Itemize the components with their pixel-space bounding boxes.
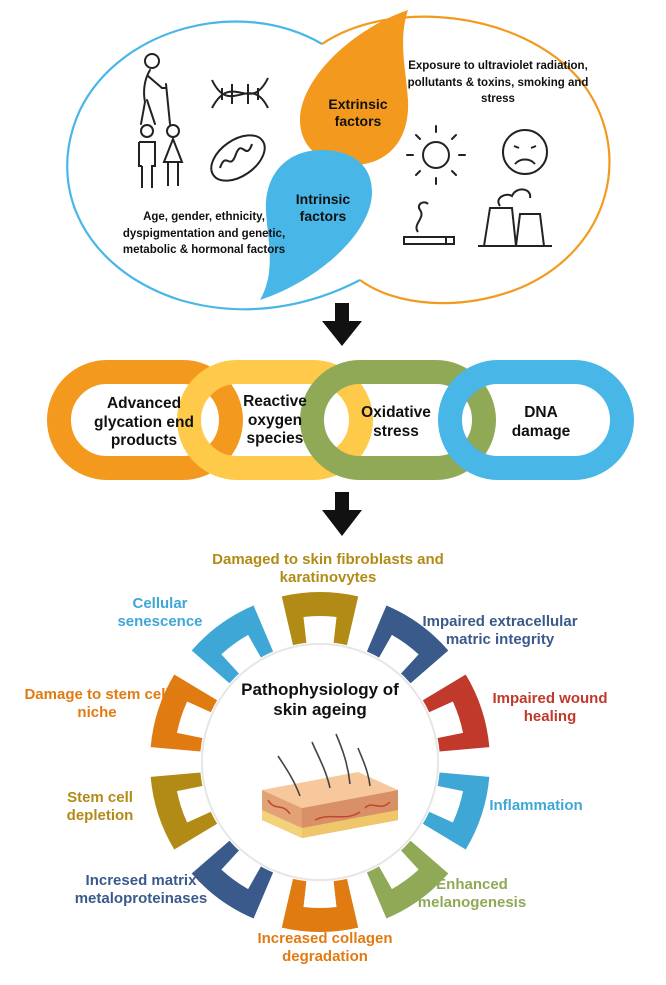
skin-cross-section-icon bbox=[262, 733, 398, 838]
chain-of-mechanisms bbox=[47, 360, 634, 480]
ring-label-stem-cell-depletion: Stem cell depletion bbox=[66, 789, 134, 824]
ring-label-ecm-integrity: Impaired extracellular matric integrity bbox=[422, 613, 578, 648]
ring-segment-notch-8 bbox=[176, 785, 212, 823]
ring-segment-notch-9 bbox=[176, 701, 212, 739]
center-title: Pathophysiology of skin ageing bbox=[241, 680, 399, 720]
ring-segment-notch-1 bbox=[303, 616, 337, 644]
extrinsic-title: Extrinsic factors bbox=[328, 96, 388, 129]
chain-link-1 bbox=[47, 360, 243, 480]
chain-label-oxidative-stress: Oxidative stress bbox=[361, 404, 431, 440]
arrow-1 bbox=[322, 303, 362, 346]
intrinsic-title: Intrinsic factors bbox=[295, 191, 351, 224]
extrinsic-description: Exposure to ultraviolet radiation, pollu… bbox=[407, 60, 589, 106]
factors-panel bbox=[66, 10, 611, 311]
elderly-person-icon bbox=[140, 53, 171, 125]
ring-segment-notch-3 bbox=[428, 701, 464, 739]
ring-segment-notch-4 bbox=[428, 785, 464, 823]
ring-label-collagen: Increased collagen degradation bbox=[257, 930, 393, 965]
couple-icon bbox=[138, 124, 184, 188]
ring-segment-notch-2 bbox=[378, 634, 419, 675]
chain-label-ros: Reactive oxygen species bbox=[243, 393, 307, 448]
ring-label-mmp: Incresed matrix metaloproteinases bbox=[74, 872, 208, 907]
cigarette-icon bbox=[403, 201, 455, 245]
ring-segment-7 bbox=[191, 840, 274, 919]
intrinsic-drop bbox=[260, 150, 372, 300]
intrinsic-description: Age, gender, ethnicity, dyspigmentation … bbox=[122, 211, 286, 257]
extrinsic-outline bbox=[321, 15, 611, 305]
ring-label-senescence: Cellular senescence bbox=[117, 595, 203, 630]
chain-label-age: Advanced glycation end products bbox=[94, 395, 194, 450]
ring-segment-notch-6 bbox=[303, 880, 337, 908]
ring-segment-notch-5 bbox=[378, 849, 419, 890]
dna-icon bbox=[211, 77, 269, 109]
chain-link-3 bbox=[300, 360, 496, 480]
sun-icon bbox=[406, 125, 466, 185]
chain-label-dna-damage: DNA damage bbox=[511, 404, 571, 440]
pathophysiology-ring bbox=[150, 592, 490, 932]
ring-segment-notch-7 bbox=[221, 849, 262, 890]
chain-link-2 bbox=[177, 360, 373, 480]
chain-link-4 bbox=[438, 360, 634, 480]
intrinsic-outline bbox=[66, 20, 361, 311]
ring-segment-5 bbox=[366, 840, 449, 919]
ring-segment-2 bbox=[366, 605, 449, 684]
ring-label-wound-healing: Impaired wound healing bbox=[492, 690, 608, 725]
ring-segment-notch-10 bbox=[221, 634, 262, 675]
ring-label-inflammation: Inflammation bbox=[489, 797, 583, 814]
mitochondria-icon bbox=[210, 134, 266, 182]
worried-face-icon bbox=[502, 129, 548, 175]
arrow-2 bbox=[322, 492, 362, 536]
extrinsic-drop bbox=[300, 10, 409, 165]
ring-label-stem-cell-niche: Damage to stem cell niche bbox=[24, 686, 170, 721]
factory-icon bbox=[478, 188, 552, 247]
ring-label-melanogenesis: Enhanced melanogenesis bbox=[417, 876, 527, 911]
ring-segment-10 bbox=[191, 605, 274, 684]
ring-label-fibroblasts: Damaged to skin fibroblasts and karatino… bbox=[212, 551, 444, 586]
